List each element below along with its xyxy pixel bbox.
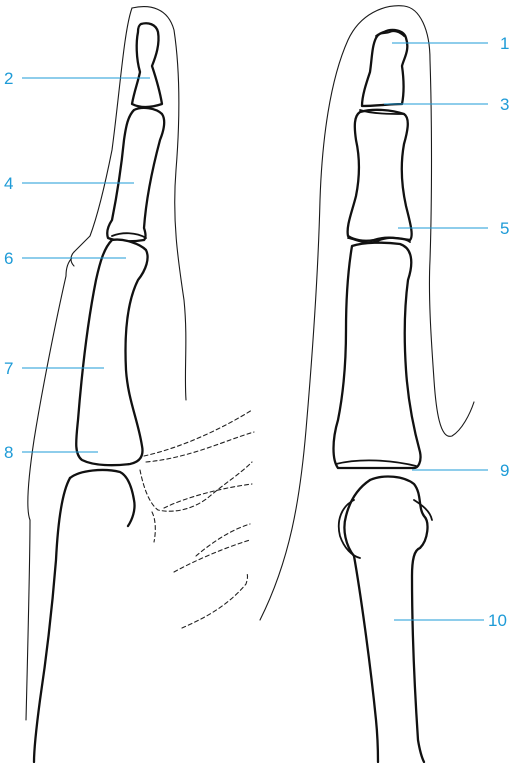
lateral-dashed-hand-5: [164, 484, 252, 508]
ap-trapezium: [370, 477, 427, 762]
lateral-radius-outline: [34, 478, 70, 762]
lateral-first-metacarpal: [76, 240, 147, 466]
lateral-trapezium: [70, 470, 135, 526]
label-7: 7: [4, 359, 13, 378]
lateral-dashed-hand-8: [182, 572, 248, 628]
label-10: 10: [488, 611, 507, 630]
lateral-view: [26, 7, 254, 762]
label-2: 2: [4, 69, 13, 88]
anteroposterior-view: [260, 6, 474, 762]
label-6: 6: [4, 249, 13, 268]
label-3: 3: [500, 95, 509, 114]
label-1: 1: [500, 34, 509, 53]
label-5: 5: [500, 219, 509, 238]
ap-distal-phalanx: [362, 30, 407, 106]
lateral-dashed-hand-1: [144, 410, 252, 456]
ap-first-metacarpal: [334, 243, 421, 468]
lateral-dashed-hand-6: [174, 540, 250, 572]
lateral-skin-lower: [26, 520, 30, 720]
labels: 1 2 3 4 5 6 7 8 9 10: [4, 34, 509, 630]
label-8: 8: [4, 443, 13, 462]
ap-radius-left: [344, 480, 378, 762]
label-9: 9: [500, 461, 509, 480]
lateral-distal-phalanx: [132, 23, 162, 107]
lateral-proximal-phalanx: [107, 108, 164, 241]
lateral-skin-crease: [71, 252, 74, 266]
lateral-dashed-hand-7: [196, 524, 250, 556]
ap-proximal-phalanx: [348, 110, 412, 241]
lateral-dashed-hand-4: [152, 512, 155, 542]
label-4: 4: [4, 174, 13, 193]
lateral-dashed-hand-2: [146, 432, 254, 462]
